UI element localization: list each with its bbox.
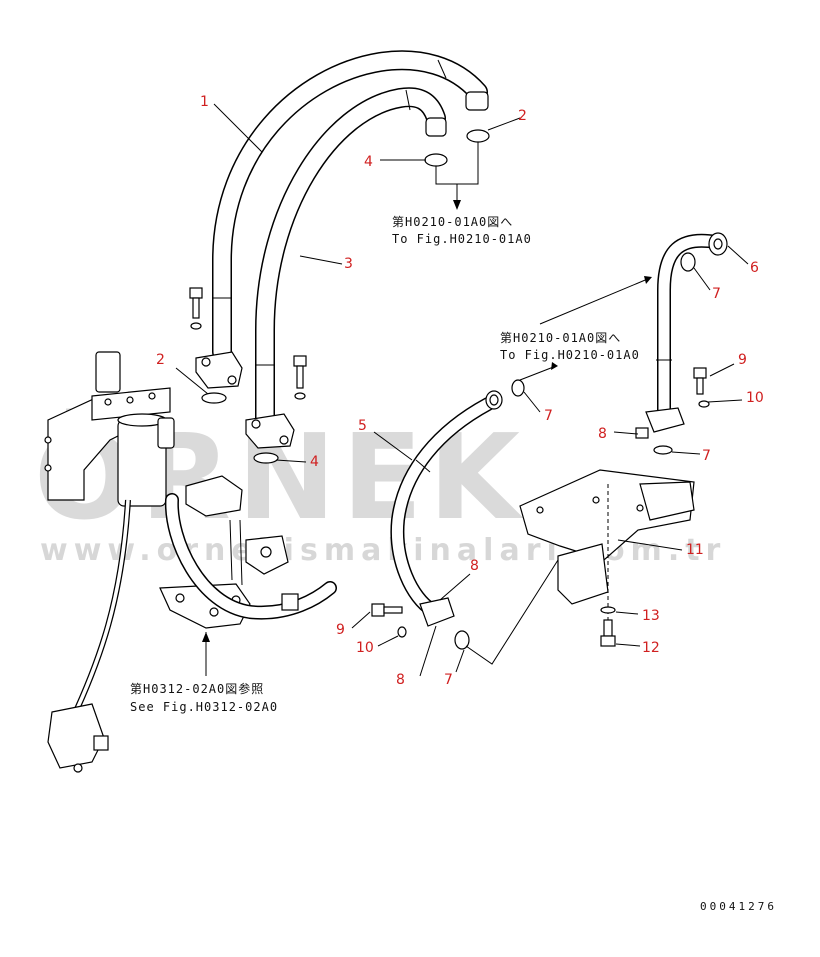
- callout-4-lower: 4: [310, 454, 319, 470]
- valve-block: [185, 475, 289, 575]
- hose-1-fitting: [465, 91, 489, 111]
- arrow-to-fig-right: [644, 276, 652, 284]
- callout-1: 1: [200, 94, 209, 110]
- leader-lines: [175, 103, 749, 677]
- callout-2-top: 2: [518, 108, 527, 124]
- flange-lower: [245, 413, 295, 449]
- callout-7-right: 7: [702, 448, 711, 464]
- o-ring-2-lower: [201, 392, 227, 404]
- callout-10-right: 10: [746, 390, 764, 406]
- callout-7-upper: 7: [712, 286, 721, 302]
- callout-9-right: 9: [738, 352, 747, 368]
- hose-6: [656, 232, 728, 425]
- callout-8-right: 8: [598, 426, 607, 442]
- o-ring-4-lower: [253, 452, 279, 464]
- bracket-11: [519, 469, 695, 630]
- o-ring-7-mid: [511, 379, 525, 397]
- callout-11: 11: [686, 542, 704, 558]
- callout-7-lower: 7: [444, 672, 453, 688]
- bolt-right: [693, 367, 710, 408]
- connector-block: [47, 703, 109, 773]
- ref-right-jp: 第H0210-01A0図へ: [500, 331, 621, 345]
- o-ring-7-lower: [454, 630, 470, 650]
- hose-1: [212, 50, 489, 362]
- hose-3-fitting: [425, 117, 447, 137]
- callout-8-mid: 8: [470, 558, 479, 574]
- callout-10-lower: 10: [356, 640, 374, 656]
- hose-5: [390, 390, 503, 617]
- o-ring-2-upper: [466, 129, 490, 143]
- ref-right-en: To Fig.H0210-01A0: [500, 348, 640, 362]
- flange-hose-5: [419, 597, 455, 627]
- callout-12: 12: [642, 640, 660, 656]
- callout-4-top: 4: [364, 154, 373, 170]
- arrow-to-fig-top: [453, 200, 461, 210]
- bolt-upper-mid: [293, 355, 307, 400]
- o-ring-7-right: [653, 445, 673, 455]
- ref-top-jp: 第H0210-01A0図へ: [392, 215, 513, 229]
- bolt-12: [600, 619, 616, 647]
- callout-8-lower: 8: [396, 672, 405, 688]
- callout-2-left: 2: [156, 352, 165, 368]
- bolt-upper-left: [189, 287, 203, 330]
- callout-13: 13: [642, 608, 660, 624]
- callout-9-lower: 9: [336, 622, 345, 638]
- o-ring-4-upper: [424, 153, 448, 167]
- ref-bottom-en: See Fig.H0312-02A0: [130, 700, 278, 714]
- ref-top-en: To Fig.H0210-01A0: [392, 232, 532, 246]
- washer-10-lower: [397, 626, 407, 638]
- drawing-code: 00041276: [700, 900, 777, 913]
- hose-3: [255, 87, 447, 430]
- bolt-9-lower: [371, 603, 403, 617]
- flange-right: [635, 407, 685, 439]
- washer-13: [600, 606, 616, 614]
- hose-clamp: [281, 593, 299, 611]
- arrow-to-fig-bottom: [202, 632, 210, 642]
- callout-5: 5: [358, 418, 367, 434]
- ref-bottom-jp: 第H0312-02A0図参照: [130, 681, 264, 696]
- callout-3: 3: [344, 256, 353, 272]
- flange-upper: [195, 351, 243, 389]
- filter-assembly: [44, 351, 175, 507]
- callout-7-mid: 7: [544, 408, 553, 424]
- o-ring-7-upper: [680, 252, 696, 272]
- callout-6: 6: [750, 260, 759, 276]
